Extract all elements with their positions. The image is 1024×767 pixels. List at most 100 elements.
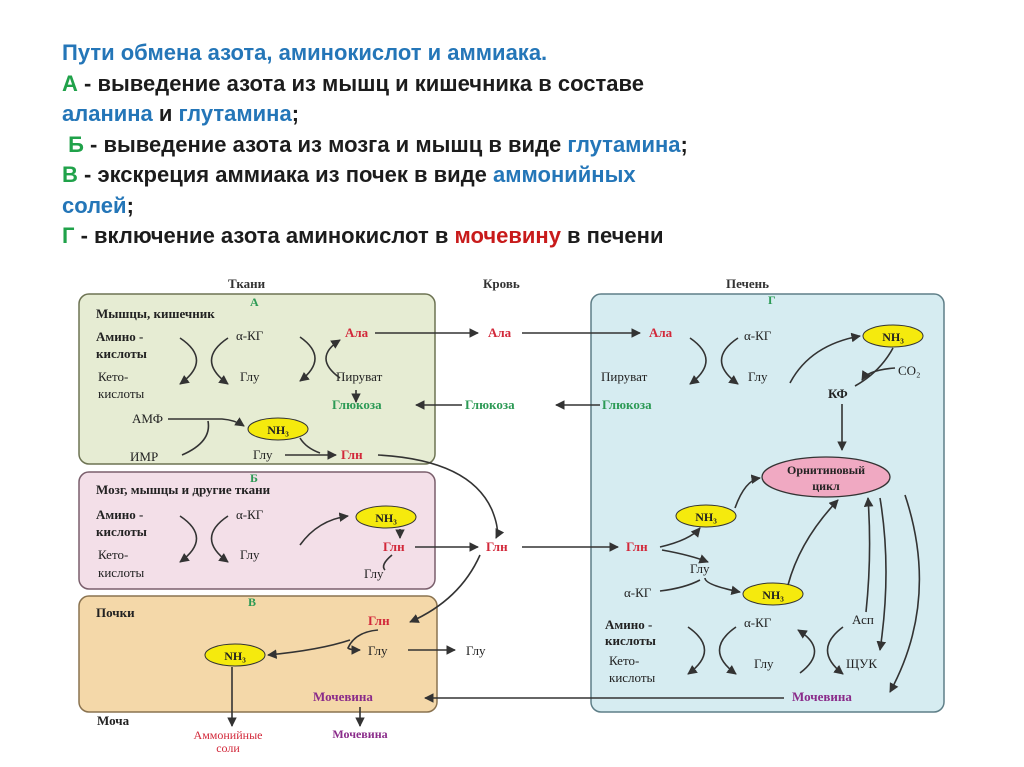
liver-glu-2: Глу xyxy=(690,561,710,576)
liver-nh3-1-oval xyxy=(862,324,924,348)
title-line-v: В - экскреция аммиака из почек в виде ам… xyxy=(62,160,962,191)
b-arrows xyxy=(179,512,405,571)
liver-nh3-2-oval xyxy=(675,504,737,528)
urine-ammonium-2: соли xyxy=(216,741,240,755)
a-amino-2: кислоты xyxy=(96,346,147,361)
b-keto-1: Кето- xyxy=(98,547,128,562)
liver-arrows xyxy=(659,332,921,693)
panel-a-box xyxy=(78,293,436,465)
liver-nh3-3-oval xyxy=(742,582,804,606)
word-alanine: аланина xyxy=(62,101,153,126)
column-liver: Печень xyxy=(726,276,769,291)
letter-g: Г xyxy=(62,223,75,248)
a-glu-2: Глу xyxy=(253,447,273,462)
a-nh3-oval xyxy=(247,417,309,441)
a-pyruvate: Пируват xyxy=(336,369,383,384)
b-nh3: NH₃ xyxy=(375,511,397,525)
v-glu: Глу xyxy=(368,643,388,658)
b-akg: α-КГ xyxy=(236,507,264,522)
title-line-v2: солей; xyxy=(62,191,962,222)
blood-gln: Глн xyxy=(486,539,508,554)
b-keto-2: кислоты xyxy=(98,565,145,580)
panel-v-title: Почки xyxy=(96,605,135,620)
liver-glucose: Глюкоза xyxy=(602,397,652,412)
panel-a-title: Мышцы, кишечник xyxy=(96,306,215,321)
liver-akg-3: α-КГ xyxy=(744,615,772,630)
title-line-b: Б - выведение азота из мозга и мышц в ви… xyxy=(62,130,962,161)
b-glu: Глу xyxy=(240,547,260,562)
liver-glu: Глу xyxy=(748,369,768,384)
liver-asp: Асп xyxy=(852,612,874,627)
a-nh3: NH₃ xyxy=(267,423,289,437)
word-urea: мочевину xyxy=(454,223,561,248)
v-urea: Мочевина xyxy=(313,689,373,704)
v-gln: Глн xyxy=(368,613,390,628)
semicolon-a: ; xyxy=(291,101,300,126)
word-salts: солей xyxy=(62,192,127,218)
semicolon-v: ; xyxy=(126,192,134,218)
liver-nh3-3: NH₃ xyxy=(762,588,784,602)
a-arrows xyxy=(168,336,361,460)
title-line-a: А - выведение азота из мышц и кишечника … xyxy=(62,69,962,100)
title-block: Пути обмена азота, аминокислот и аммиака… xyxy=(62,38,962,252)
liver-amino-1: Амино - xyxy=(605,617,652,632)
a-glucose: Глюкоза xyxy=(332,397,382,412)
a-keto-2: кислоты xyxy=(98,386,145,401)
title-line-a2: аланина и глутамина; xyxy=(62,99,962,130)
title-line-1: Пути обмена азота, аминокислот и аммиака… xyxy=(62,40,548,65)
column-blood: Кровь xyxy=(483,276,520,291)
panel-b-letter: Б xyxy=(250,471,258,485)
a-ala: Ала xyxy=(345,325,369,340)
liver-urea: Мочевина xyxy=(792,689,852,704)
title-b-text: - выведение азота из мозга и мышц в виде xyxy=(83,131,568,157)
letter-v: В xyxy=(62,162,78,187)
b-nh3-oval xyxy=(355,505,417,529)
v-nh3-oval xyxy=(204,643,266,667)
a-imp: ИМР xyxy=(130,449,158,464)
letter-b: Б xyxy=(68,131,84,157)
a-amino-1: Амино - xyxy=(96,329,143,344)
b-gln: Глн xyxy=(383,539,405,554)
title-v-text: - экскреция аммиака из почек в виде xyxy=(77,162,494,187)
liver-nh3-1: NH₃ xyxy=(882,330,904,344)
b-glu-2: Глу xyxy=(364,566,384,581)
title-line-g: Г - включение азота аминокислот в мочеви… xyxy=(62,221,962,252)
liver-gln: Глн xyxy=(626,539,648,554)
blood-glucose: Глюкоза xyxy=(465,397,515,412)
blood-ala: Ала xyxy=(488,325,512,340)
liver-letter: Г xyxy=(768,293,776,307)
a-keto-1: Кето- xyxy=(98,369,128,384)
b-amino-2: кислоты xyxy=(96,524,147,539)
letter-a: А xyxy=(62,70,78,96)
liver-amino-2: кислоты xyxy=(605,633,656,648)
urine-urea: Мочевина xyxy=(332,727,387,741)
title-g-text: - включение азота аминокислот в xyxy=(74,223,455,248)
panel-b-title: Мозг, мышцы и другие ткани xyxy=(96,482,271,497)
panel-a-letter: А xyxy=(250,295,259,309)
a-gln: Глн xyxy=(341,447,363,462)
a-akg: α-КГ xyxy=(236,328,264,343)
liver-kf: КФ xyxy=(828,386,848,401)
urine-label: Моча xyxy=(97,713,130,728)
liver-box xyxy=(590,293,945,713)
liver-keto-2: кислоты xyxy=(609,670,656,685)
panel-b-box xyxy=(78,471,436,590)
liver-akg-2: α-КГ xyxy=(624,585,652,600)
liver-cycle-2: цикл xyxy=(812,479,840,493)
liver-ala: Ала xyxy=(649,325,673,340)
liver-keto-1: Кето- xyxy=(609,653,639,668)
liver-pyruvate: Пируват xyxy=(601,369,648,384)
liver-oaa: ЩУК xyxy=(846,656,877,671)
title-g-tail: в печени xyxy=(560,223,664,248)
word-and: и xyxy=(152,101,179,126)
word-glutamine: глутамина xyxy=(178,101,292,126)
blood-arrows xyxy=(375,328,784,703)
ornithine-cycle-oval xyxy=(761,456,891,498)
v-nh3: NH₃ xyxy=(224,649,246,663)
semicolon-b: ; xyxy=(680,131,688,157)
blood-glu: Глу xyxy=(466,643,486,658)
liver-glu-3: Глу xyxy=(754,656,774,671)
a-glu: Глу xyxy=(240,369,260,384)
liver-cycle-1: Орнитиновый xyxy=(787,463,865,477)
